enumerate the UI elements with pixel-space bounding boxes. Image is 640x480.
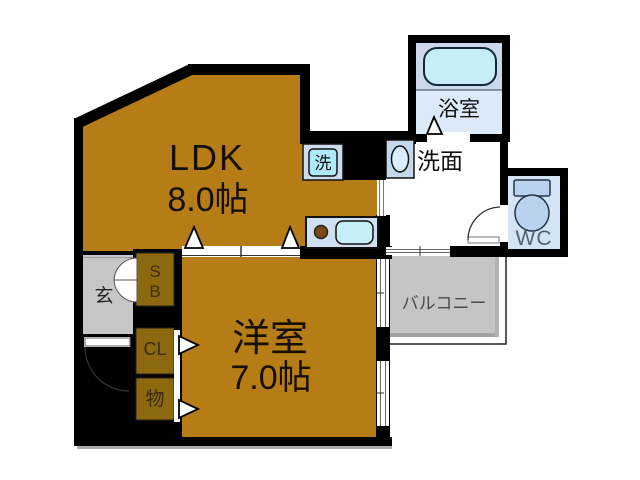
washing-machine-icon [302,143,344,181]
wall-entrance-top-line [83,251,133,255]
wall-ldk-right [300,64,310,144]
room-wc [500,168,568,257]
toilet-tank-icon [513,179,551,197]
window-western-lower [377,361,389,426]
window-western-upper [377,259,389,327]
bathtub-icon [423,47,497,86]
label-western-size: 7.0帖 [230,359,311,397]
label-washroom: 洗面 [417,148,463,174]
label-entrance: 玄 [94,285,113,307]
entrance-door-leaf [84,337,131,347]
label-storage: 物 [145,388,164,410]
toilet-bowl-icon [514,194,550,232]
wall-diagonal [73,64,195,129]
wall-washer-nook [342,144,386,180]
door-gap-bathroom [427,132,470,142]
door-triangle-bathroom [425,114,444,135]
label-balcony: バルコニー [402,294,487,313]
wc-door-arc [467,206,501,241]
sink-icon [385,139,415,179]
balcony-shadow-right [495,256,499,337]
door-triangles [178,114,444,420]
wall-bottom-shadow [77,446,392,449]
closet-box [135,327,175,375]
label-washer: 洗 [315,154,332,173]
entrance-door [84,337,131,392]
closet-opening-strip [174,330,180,422]
label-closet: CL [143,339,166,359]
door-triangle-partition-left [183,224,205,249]
door-triangle-storage [178,398,201,420]
label-bathroom: 浴室 [438,98,480,121]
window-washroom-balcony [386,246,450,256]
balcony-shadow-bottom [385,333,499,337]
room-ldk-floor [78,68,386,252]
shoe-box [135,252,175,307]
wc-door [467,206,501,244]
folding-door-fan [113,279,138,303]
wall-partition-right [300,246,392,259]
label-shoebox-b: B [149,282,160,301]
wall-bottom [74,437,392,446]
washer-drum [308,148,338,177]
entrance-door-arc [84,346,130,392]
label-shoebox-s: S [149,262,160,281]
wc-door-leaf [467,236,500,244]
sink-basin [390,145,410,173]
kitchen-sink-icon [335,220,374,245]
label-ldk-name: LDK [169,137,245,178]
wall-washroom-right [500,134,508,174]
room-bathroom [408,35,510,142]
balcony-floor [385,256,499,337]
room-western-floor [174,256,378,438]
wall-washroom-bottom [450,246,508,257]
door-triangle-closet [178,334,201,356]
door-gap-wc [499,205,508,242]
window-gap [386,247,450,255]
door-triangle-partition-right [280,224,301,249]
wall-entrance-mass [74,334,133,440]
balcony [381,251,507,345]
door-kitchen-washroom [377,180,386,216]
wall-ldk-top [188,64,310,75]
label-ldk-size: 8.0帖 [167,181,248,219]
shoe-box-folding-doors [113,257,138,303]
label-western-name: 洋室 [232,318,308,360]
label-wc: WC [516,227,553,250]
wall-left [74,118,83,342]
door-gap [377,180,386,216]
kitchen-counter-icon [305,216,379,249]
stove-burner-icon [313,224,329,240]
